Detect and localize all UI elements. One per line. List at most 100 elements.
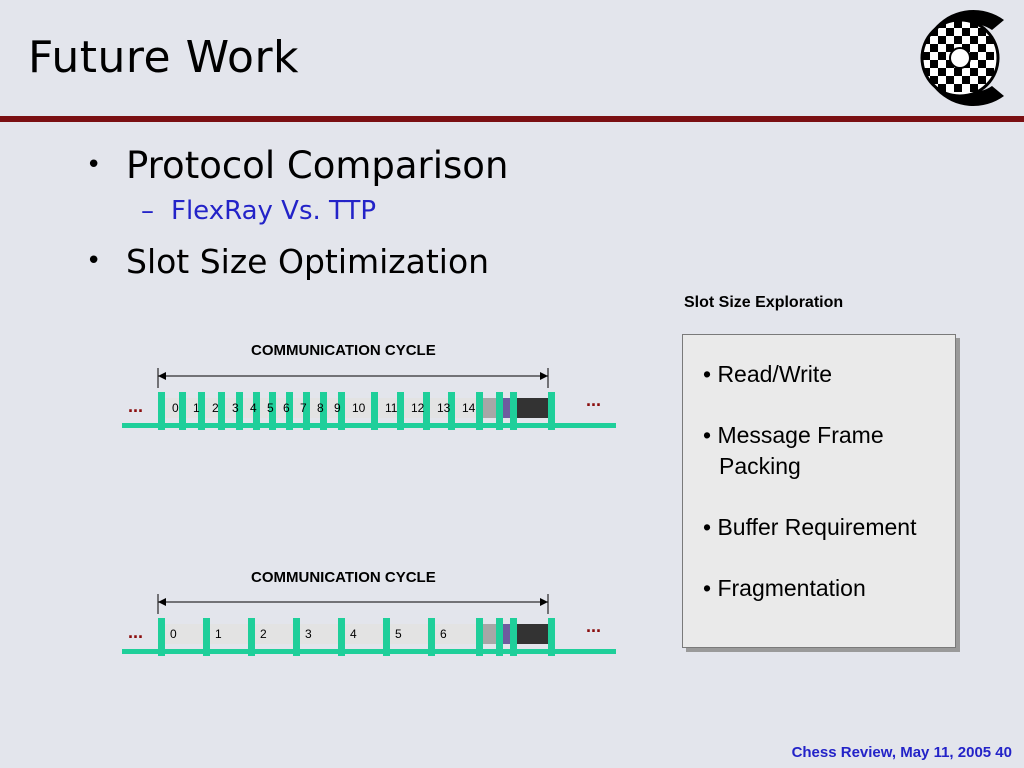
bus-pulse — [203, 618, 210, 656]
bus-pulse — [476, 392, 483, 430]
slot-number-label: 5 — [267, 401, 274, 415]
slot-box — [210, 624, 248, 644]
symbol-window — [502, 398, 510, 418]
slot-box — [404, 398, 423, 418]
bus-pulse — [248, 618, 255, 656]
bus-pulse — [510, 392, 517, 430]
bus-pulse — [338, 392, 345, 430]
network-idle-time — [516, 398, 548, 418]
slot-box — [293, 398, 303, 418]
bus-pulse — [198, 392, 205, 430]
bus-baseline — [122, 649, 616, 654]
chess-logo-icon — [920, 10, 1004, 107]
slot-number-label: 12 — [411, 401, 425, 415]
panel-item-message-frame: • Message Frame — [703, 422, 884, 448]
bus-pulse — [448, 392, 455, 430]
bus-pulse — [476, 618, 483, 656]
slot-box — [435, 624, 476, 644]
bus-pulse — [303, 392, 310, 430]
bus-pulse — [496, 392, 503, 430]
panel-item-fragmentation: • Fragmentation — [703, 575, 866, 601]
bus-pulse — [320, 392, 327, 430]
bus-pulse — [397, 392, 404, 430]
cycle-label-2: COMMUNICATION CYCLE — [251, 569, 436, 586]
panel-item-buffer: • Buffer Requirement — [703, 514, 917, 540]
slot-number-label: 6 — [440, 627, 447, 641]
ellipsis-right: ... — [586, 390, 601, 410]
bus-pulse — [428, 618, 435, 656]
slot-box — [300, 624, 338, 644]
network-idle-time — [516, 624, 548, 644]
slot-box — [205, 398, 218, 418]
slot-number-label: 2 — [212, 401, 219, 415]
slot-box — [378, 398, 397, 418]
slot-number-label: 8 — [317, 401, 324, 415]
bus-pulse — [158, 392, 165, 430]
bus-pulse — [236, 392, 243, 430]
bus-pulse — [383, 618, 390, 656]
slot-number-label: 5 — [395, 627, 402, 641]
dynamic-segment — [479, 624, 499, 644]
bus-pulse — [548, 392, 555, 430]
slot-box — [225, 398, 236, 418]
ellipsis-right: ... — [586, 616, 601, 636]
slot-number-label: 4 — [350, 627, 357, 641]
bus-pulse — [269, 392, 276, 430]
slot-number-label: 11 — [385, 401, 398, 415]
slot-number-label: 9 — [334, 401, 341, 415]
panel-item-packing: Packing — [719, 453, 801, 479]
slot-number-label: 0 — [170, 627, 177, 641]
slot-number-label: 10 — [352, 401, 366, 415]
slot-box — [430, 398, 448, 418]
bus-pulse — [286, 392, 293, 430]
bus-pulse — [371, 392, 378, 430]
slot-box — [255, 624, 293, 644]
slot-number-label: 14 — [462, 401, 476, 415]
slot-box — [165, 624, 203, 644]
sub-bullet-flexray: –FlexRay Vs. TTP — [141, 196, 377, 226]
cycle-label-1: COMMUNICATION CYCLE — [251, 342, 436, 359]
slot-box — [455, 398, 476, 418]
slot-number-label: 1 — [193, 401, 200, 415]
page-title: Future Work — [28, 32, 300, 83]
slot-number-label: 0 — [172, 401, 179, 415]
arrow-right-head — [540, 598, 548, 606]
slot-number-label: 2 — [260, 627, 267, 641]
bullet-dot: • — [86, 246, 102, 276]
dynamic-segment — [479, 398, 499, 418]
slot-number-label: 3 — [305, 627, 312, 641]
bullet-dot: • — [86, 150, 102, 180]
bus-pulse — [496, 618, 503, 656]
slot-number-label: 4 — [250, 401, 257, 415]
bus-pulse — [423, 392, 430, 430]
bus-pulse — [338, 618, 345, 656]
bus-pulse — [179, 392, 186, 430]
slot-box — [327, 398, 338, 418]
slot-box — [276, 398, 286, 418]
slot-box — [243, 398, 253, 418]
slot-box — [260, 398, 269, 418]
bus-pulse — [253, 392, 260, 430]
symbol-window — [502, 624, 510, 644]
slot-box — [345, 398, 371, 418]
footer-text: Chess Review, May 11, 2005 40 — [791, 744, 1012, 761]
slot-number-label: 3 — [232, 401, 239, 415]
slot-number-label: 1 — [215, 627, 222, 641]
bus-pulse — [293, 618, 300, 656]
bus-pulse — [158, 618, 165, 656]
bus-pulse — [510, 618, 517, 656]
bus-pulse — [218, 392, 225, 430]
slot-box — [310, 398, 320, 418]
panel-item-read-write: • Read/Write — [703, 361, 833, 387]
ellipsis-left: ... — [128, 622, 143, 642]
slot-number-label: 13 — [437, 401, 451, 415]
slot-number-label: 6 — [283, 401, 290, 415]
exploration-panel: • Read/Write • Message Frame Packing • B… — [682, 334, 956, 648]
slot-number-label: 7 — [300, 401, 307, 415]
bus-baseline — [122, 423, 616, 428]
slot-box — [186, 398, 198, 418]
ellipsis-left: ... — [128, 396, 143, 416]
panel-caption: Slot Size Exploration — [684, 294, 844, 311]
bus-pulse — [548, 618, 555, 656]
